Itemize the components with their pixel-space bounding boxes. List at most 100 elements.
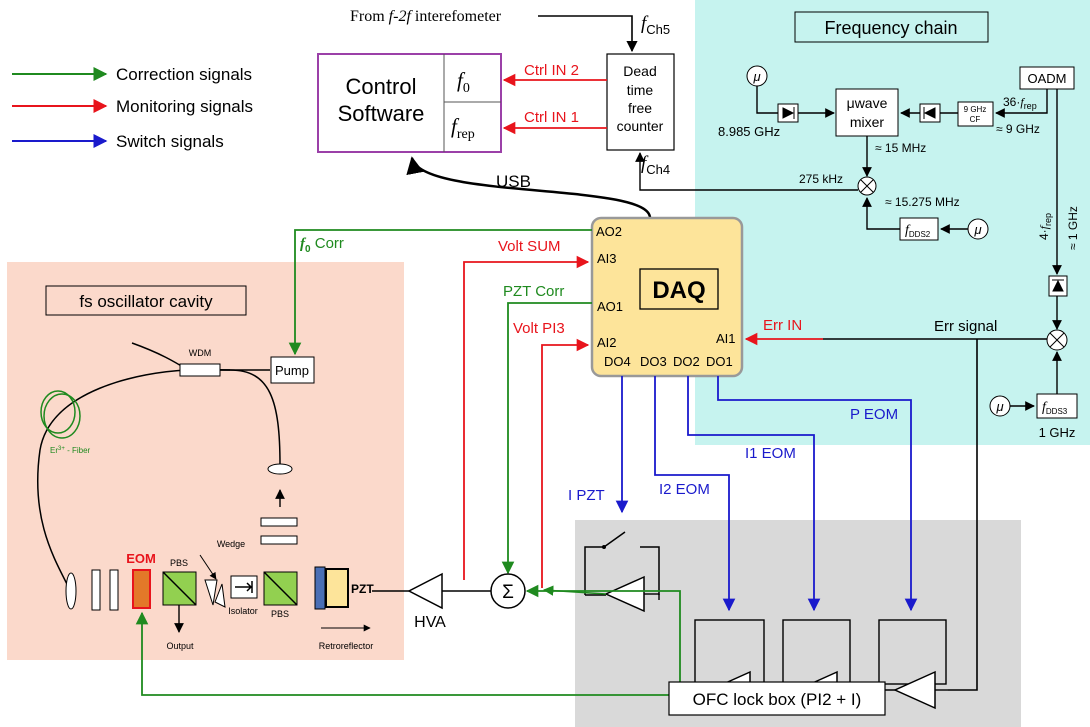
volt-sum-line <box>463 255 590 580</box>
cf-line2: CF <box>970 115 981 124</box>
daq-ao2: AO2 <box>596 224 622 239</box>
fch5-symbol: f <box>641 13 649 34</box>
ctrl-in1-label: Ctrl IN 1 <box>524 109 579 126</box>
daq-ai3: AI3 <box>597 251 617 266</box>
fch4-symbol: f <box>641 153 649 174</box>
svg-text:f0: f0 <box>457 68 470 96</box>
wedge-label: Wedge <box>217 539 245 549</box>
approx15275-label: ≈ 15.275 MHz <box>885 195 960 209</box>
harm4-f: f <box>1037 224 1051 229</box>
wdm-label: WDM <box>189 348 212 358</box>
fsource-prefix: From <box>350 8 389 25</box>
counter-line3: free <box>628 100 652 116</box>
volt-pi3-label: Volt PI3 <box>513 320 565 337</box>
mu-label-2: μ <box>973 222 981 237</box>
hva-amplifier <box>407 572 443 610</box>
f0-corr-sub: 0 <box>305 244 311 255</box>
harm4-prefix: 4· <box>1037 229 1051 240</box>
eom-crystal <box>132 569 151 609</box>
svg-text:fCh5: fCh5 <box>641 13 670 37</box>
frep-symbol: f <box>451 114 460 138</box>
ctrl-in2-label: Ctrl IN 2 <box>524 62 579 79</box>
svg-text:36·frep: 36·frep <box>1003 95 1037 111</box>
svg-text:4·frep: 4·frep <box>1037 213 1053 240</box>
i1-eom-line <box>687 376 821 612</box>
pzt-corr-label: PZT Corr <box>503 283 564 300</box>
lens-1 <box>267 463 293 475</box>
err-in-label: Err IN <box>763 317 802 334</box>
i1-eom-label: I1 EOM <box>745 445 796 462</box>
pump-label: Pump <box>275 363 309 378</box>
lockbox-title: OFC lock box (PI2 + I) <box>693 690 862 709</box>
pbs2-label: PBS <box>271 609 289 619</box>
oadm-label: OADM <box>1028 71 1067 86</box>
p-eom-label: P EOM <box>850 406 898 423</box>
svg-text:From f-2f interefometer: From f-2f interefometer <box>350 8 502 25</box>
svg-text:fDDS2: fDDS2 <box>905 223 931 239</box>
legend-correction: Correction signals <box>116 65 252 84</box>
pump-box <box>270 356 315 384</box>
pbs1-label: PBS <box>170 558 188 568</box>
err-signal-label: Err signal <box>934 318 997 335</box>
cf-filter-box <box>957 101 994 127</box>
mu-label-1: μ <box>752 69 760 84</box>
fiber-rest: - Fiber <box>65 446 91 455</box>
volt-sum-label: Volt SUM <box>498 238 561 255</box>
mixer-line1: μwave <box>847 95 888 111</box>
f0-subscript: 0 <box>463 81 470 96</box>
counter-line2: time <box>627 82 654 98</box>
svg-text:frep: frep <box>451 114 475 142</box>
retroreflector <box>314 566 326 610</box>
dds3-box <box>1036 393 1078 419</box>
harm36-f: f <box>1020 95 1025 109</box>
i2-eom-label: I2 EOM <box>659 481 710 498</box>
mixer-box <box>835 88 899 137</box>
k275-label: 275 kHz <box>799 172 843 186</box>
eom-label: EOM <box>126 551 156 566</box>
fch5-sub: Ch5 <box>646 22 670 37</box>
f0-symbol: f <box>457 68 466 92</box>
wdm-box <box>179 363 221 377</box>
approx9-label: ≈ 9 GHz <box>996 122 1040 136</box>
harm36-sub: rep <box>1024 101 1037 111</box>
cf-line1: 9 GHz <box>964 105 987 114</box>
daq-ai2: AI2 <box>597 335 617 350</box>
fiber-sup: 3+ <box>58 446 65 452</box>
dds2-sub: DDS2 <box>909 230 931 239</box>
lens-2 <box>65 572 77 610</box>
control-software-box: Control Software f0 frep <box>317 53 502 153</box>
control-title-2: Software <box>338 101 425 126</box>
harm4-sub: rep <box>1043 213 1053 226</box>
fsource-italic: f-2f <box>389 8 414 25</box>
f8985-label: 8.985 GHz <box>718 124 780 139</box>
usb-label: USB <box>496 172 531 191</box>
daq-do1: DO1 <box>706 354 733 369</box>
legend-monitoring: Monitoring signals <box>116 97 253 116</box>
f0-corr-line <box>288 229 592 356</box>
daq-do3: DO3 <box>640 354 667 369</box>
svg-text:fDDS3: fDDS3 <box>1042 400 1068 416</box>
approx1-label: ≈ 1 GHz <box>1066 206 1080 250</box>
f2f-line <box>538 15 638 53</box>
approx15-label: ≈ 15 MHz <box>875 141 926 155</box>
output-label: Output <box>166 641 194 651</box>
volt-pi3-line <box>541 338 590 588</box>
daq-ai1: AI1 <box>716 331 736 346</box>
counter-box: Dead time free counter <box>606 53 675 151</box>
daq-title: DAQ <box>652 277 705 304</box>
oscillator-cavity: fs oscillator cavity WDM Pump Er3+ - Fib… <box>36 285 374 651</box>
fch4-line <box>635 152 858 191</box>
svg-text:f0 Corr: f0 Corr <box>300 235 344 255</box>
frequency-chain: Frequency chain μ 8.985 GHz μwave mixer … <box>635 11 1080 440</box>
i-pzt-label: I PZT <box>568 487 605 504</box>
dds3-sub: DDS3 <box>1046 407 1068 416</box>
frep-subscript: rep <box>457 127 475 142</box>
fsource-suffix: interefometer <box>411 8 502 25</box>
counter-line4: counter <box>617 118 664 134</box>
pzt-element <box>325 568 349 608</box>
counter-line1: Dead <box>623 63 656 79</box>
usb-link <box>406 156 652 219</box>
isolator-label: Isolator <box>228 606 258 616</box>
daq-do4: DO4 <box>604 354 631 369</box>
